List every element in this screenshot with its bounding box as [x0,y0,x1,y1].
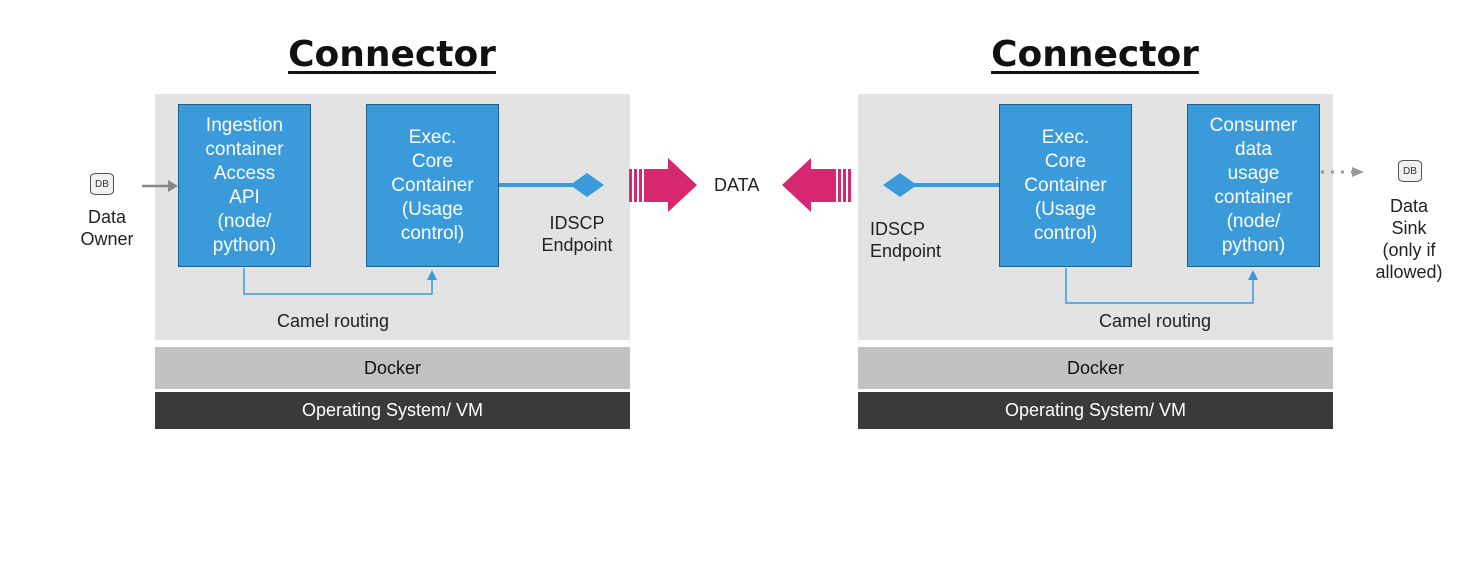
ingestion-container-box: Ingestion container Access API (node/ py… [178,104,311,267]
right-os-layer: Operating System/ VM [858,392,1333,429]
right-idscp-endpoint-label: IDSCP Endpoint [870,219,942,261]
data-sink-db-icon: DB [1398,160,1422,182]
data-center-label: DATA [714,175,760,195]
data-owner-label: Data Owner [80,207,134,249]
left-docker-layer: Docker [155,347,630,389]
consumer-data-usage-container-box: Consumer data usage container (node/ pyt… [1187,104,1320,267]
right-camel-routing-label: Camel routing [1099,311,1212,331]
left-os-layer: Operating System/ VM [155,392,630,429]
data-sink-label: Data Sink (only if allowed) [1375,196,1443,282]
right-connector-title: Connector [991,34,1199,75]
data-owner-db-icon: DB [90,173,114,195]
right-exec-core-container-box: Exec. Core Container (Usage control) [999,104,1132,267]
left-connector-title: Connector [288,34,496,75]
left-idscp-endpoint-label: IDSCP Endpoint [541,213,613,255]
left-exec-core-container-box: Exec. Core Container (Usage control) [366,104,499,267]
left-camel-routing-label: Camel routing [277,311,390,331]
right-docker-layer: Docker [858,347,1333,389]
